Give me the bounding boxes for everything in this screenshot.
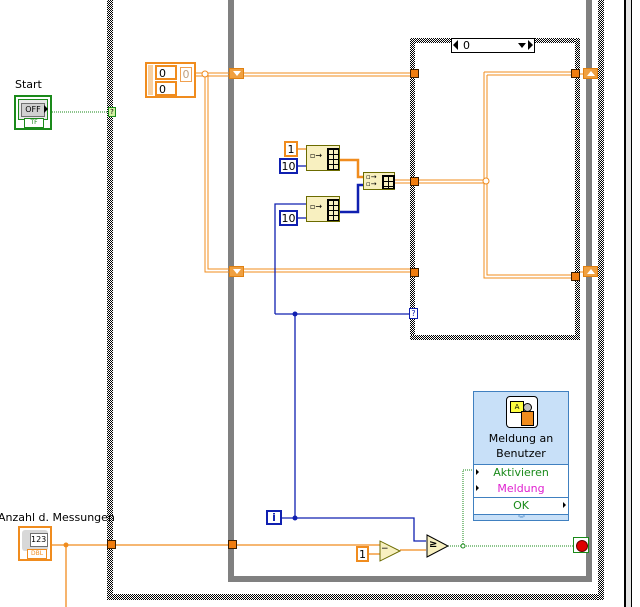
case-structure-bottom-border [410, 335, 580, 340]
case-tunnel-out-bottom [571, 272, 580, 281]
wire-junction-case [482, 177, 490, 185]
anzahl-numeric-control[interactable]: 123 DBL [18, 526, 52, 561]
expand-chevron-icon[interactable]: ︾ [518, 515, 525, 523]
wire-junction-anzahl [63, 542, 69, 548]
diagram-edge-line [624, 0, 626, 607]
array-constant[interactable]: 0 0 0 [145, 62, 196, 98]
express-vi-title-1: Meldung an [488, 432, 554, 445]
wire-iter-to-init [274, 203, 308, 314]
stop-icon [576, 540, 588, 552]
port-ok[interactable]: OK [474, 498, 568, 515]
constant-1-top[interactable]: 1 [284, 141, 298, 157]
iteration-terminal: i [266, 510, 282, 525]
port-input-arrow-icon [476, 485, 479, 491]
case-increment-arrow-icon[interactable] [528, 40, 533, 50]
start-type-tag: TF [24, 118, 44, 128]
shift-register-left-bottom [229, 266, 244, 277]
case-structure-left-border [410, 38, 415, 340]
port-input-arrow-icon [476, 469, 479, 475]
wire-compare-to-aktivieren [462, 469, 476, 546]
shift-register-right-bottom [583, 266, 598, 277]
case-tunnel-in-bottom [410, 268, 419, 277]
anzahl-type-tag: DBL [27, 549, 47, 559]
compare-node [426, 534, 450, 558]
diagram-edge-gray [626, 0, 631, 607]
constant-10-top[interactable]: 10 [279, 158, 298, 174]
start-output-arrow-icon [44, 105, 48, 113]
for-loop-left-border [228, 0, 234, 582]
wire-array-out-a [338, 158, 365, 179]
initialize-array-node-2[interactable]: ▫→ [306, 196, 340, 222]
array-grid-icon [327, 199, 339, 221]
anzahl-value: 123 [30, 533, 48, 547]
array-element[interactable]: 0 [180, 67, 192, 82]
port-aktivieren[interactable]: Aktivieren [474, 464, 568, 482]
case-tunnel-in-middle [410, 177, 419, 186]
outer-loop-left-border [107, 0, 113, 600]
wire-junction-green [460, 543, 466, 549]
array-grid-icon [382, 175, 395, 189]
for-loop-tunnel-anzahl [228, 540, 237, 549]
wire-junction-blue-2 [292, 515, 298, 521]
case-tunnel-out-top [571, 69, 580, 78]
case-structure-right-border [575, 38, 580, 340]
shift-register-left-top [229, 68, 244, 79]
subtract-node [379, 540, 402, 562]
array-index-display-2[interactable]: 0 [155, 81, 177, 96]
array-index-display[interactable]: 0 [155, 65, 177, 80]
outer-loop-bottom-border [107, 594, 604, 600]
build-array-node[interactable]: ▫→▫→ [363, 172, 395, 190]
port-meldung[interactable]: Meldung [474, 481, 568, 498]
express-vi-title-2: Benutzer [496, 447, 546, 460]
anzahl-label: Anzahl d. Messungen [0, 511, 115, 524]
diagram-edge-line [631, 0, 632, 607]
compare-symbol: ≥ [429, 539, 438, 550]
case-selector-label[interactable]: 0 [451, 38, 535, 53]
wire-array-out-b [338, 183, 365, 214]
case-selector-value: 0 [463, 39, 470, 52]
outer-loop-tunnel-anzahl [107, 540, 116, 549]
wire-junction-blue-1 [292, 311, 298, 317]
subtract-symbol: − [381, 544, 389, 554]
case-decrement-arrow-icon[interactable] [453, 40, 458, 50]
for-loop-bottom-border [228, 576, 592, 582]
loop-stop-terminal[interactable] [573, 537, 589, 553]
tunnel-start-boolean: ? [108, 107, 116, 117]
outer-loop-right-border [598, 0, 604, 600]
port-output-arrow-icon [563, 502, 566, 508]
start-boolean-control[interactable]: OFF TF [14, 95, 52, 130]
case-tunnel-in-top [410, 69, 419, 78]
start-label: Start [15, 78, 42, 91]
initialize-array-node-1[interactable]: ▫→ [306, 145, 340, 171]
constant-1-bottom[interactable]: 1 [356, 546, 369, 562]
wire-iter-to-compare [282, 517, 426, 542]
express-vi-meldung-an-benutzer[interactable]: A Meldung an Benutzer Aktivieren Meldung… [473, 391, 569, 523]
array-grid-icon [327, 148, 339, 170]
constant-10-bottom[interactable]: 10 [279, 210, 298, 226]
shift-register-right-top [583, 68, 598, 79]
wire-junction-top [201, 70, 209, 78]
user-message-icon: A [506, 396, 538, 428]
case-selector-terminal: ? [409, 308, 418, 319]
for-loop-right-border [586, 0, 592, 582]
case-dropdown-arrow-icon[interactable] [518, 43, 526, 48]
